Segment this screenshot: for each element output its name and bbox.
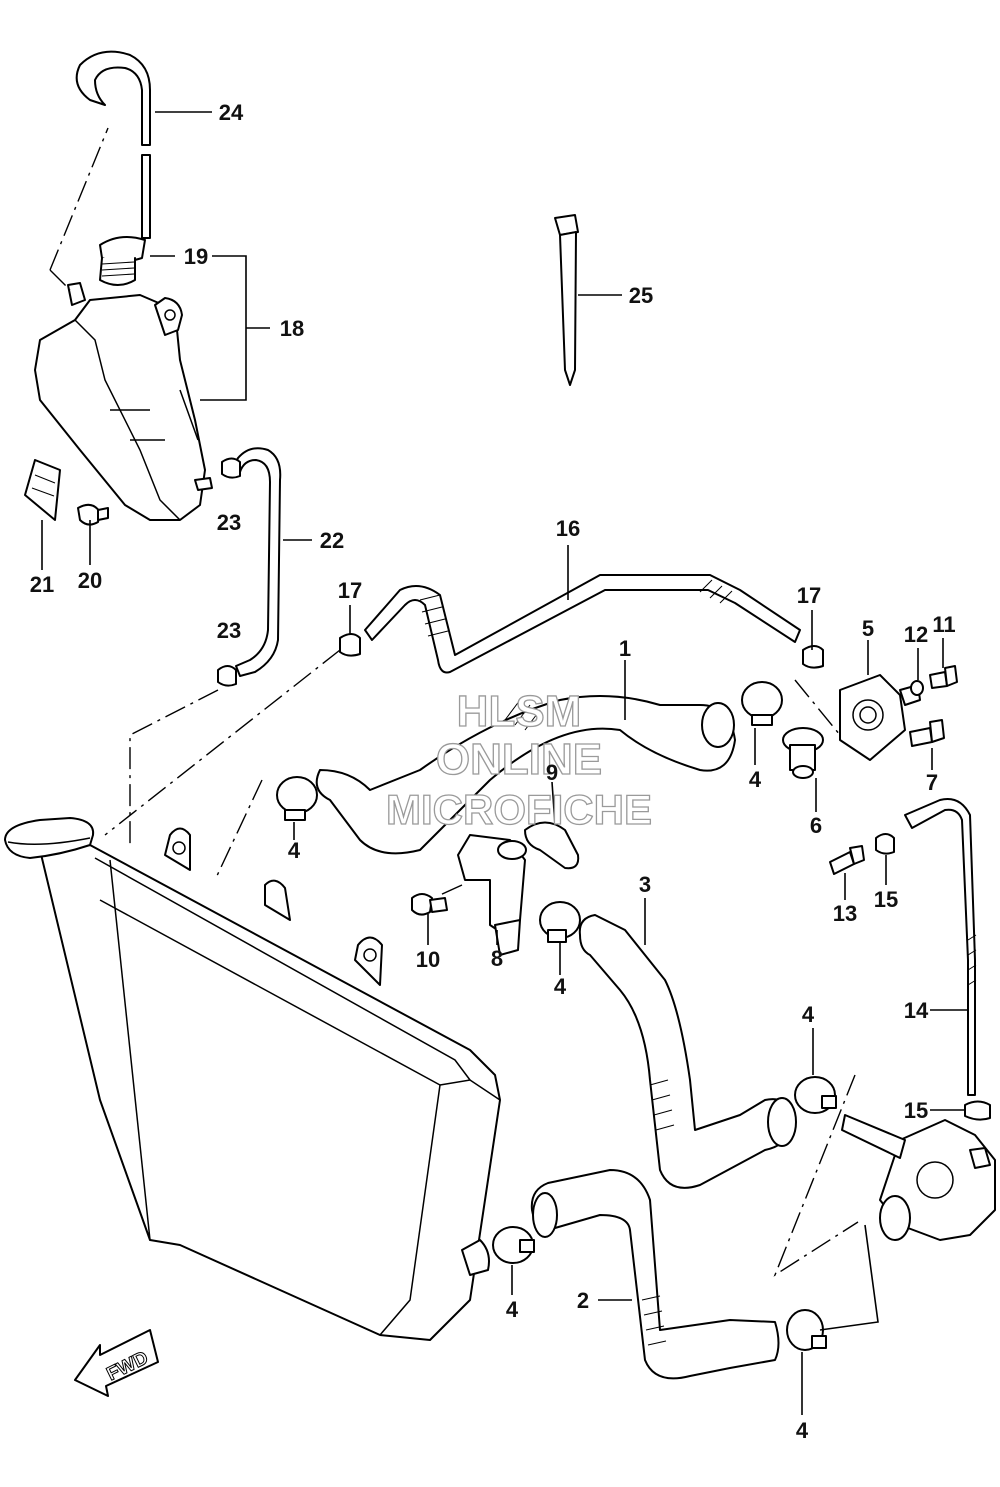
thermostat-cover [839,674,921,761]
watermark-line-2: ONLINE [436,735,602,784]
callout-14: 14 [904,998,929,1023]
callout-13: 13 [833,901,857,926]
callout-4-a: 4 [288,838,301,863]
water-outlet-fitting [457,834,527,956]
clip-15-upper [875,833,895,855]
callout-21: 21 [30,572,54,597]
watermark: HLSM ONLINE MICROFICHE [385,686,652,833]
callout-3: 3 [639,872,651,897]
callout-4-b: 4 [749,767,762,792]
callout-20: 20 [78,568,102,593]
callout-11: 11 [932,612,955,637]
callout-15-lower: 15 [904,1098,928,1123]
callout-23-lower: 23 [217,618,241,643]
hose-clip-lower [217,665,237,687]
callout-16: 16 [556,516,580,541]
callout-12: 12 [904,622,928,647]
callout-6: 6 [810,813,822,838]
overflow-hose [231,447,282,677]
lower-hose-2 [530,1169,780,1380]
clamp-4-a [276,776,318,821]
water-pump [841,1114,996,1241]
fwd-direction-badge: FWD [74,1329,159,1397]
tank-bolt [77,503,109,526]
callout-22: 22 [320,528,344,553]
callout-25: 25 [629,283,653,308]
thermostat [782,727,824,779]
callout-7: 7 [926,770,938,795]
watermark-line-3: MICROFICHE [386,786,652,833]
callout-19: 19 [184,244,208,269]
clip-17-right [802,645,824,669]
callout-4-d: 4 [802,1002,815,1027]
clip-17-left [339,633,361,657]
clip-15-lower [964,1100,991,1121]
callout-9: 9 [546,760,558,785]
bolt-7 [909,719,945,747]
tie-strap [554,214,579,386]
filler-cap [99,235,146,286]
upper-hose [315,695,736,855]
bolt-11 [929,665,958,689]
dashed-assembly-lines [49,127,859,1277]
callout-2: 2 [577,1288,589,1313]
breather-hose [75,50,151,239]
leader-lines [41,111,968,1415]
callout-17-left: 17 [338,578,362,603]
callout-4-e: 4 [506,1297,519,1322]
radiator [4,817,501,1341]
hose-clip-upper [221,457,241,479]
callout-5: 5 [862,616,874,641]
clamp-4-e [492,1226,535,1264]
callout-10: 10 [416,947,440,972]
callout-17-right: 17 [797,583,821,608]
lower-hose-3 [578,914,796,1189]
clamp-4-b [741,681,783,726]
bolt-13 [829,845,865,875]
bypass-hose [364,574,801,674]
callout-24: 24 [219,100,244,125]
callout-23-upper: 23 [217,510,241,535]
callout-18: 18 [280,316,304,341]
callout-4-c: 4 [554,974,567,999]
bolt-10 [411,893,448,916]
reservoir-tank [34,282,213,521]
callout-1: 1 [619,636,631,661]
callout-4-f: 4 [796,1418,809,1443]
callout-15-upper: 15 [874,887,898,912]
callout-8: 8 [491,946,503,971]
o-ring [524,821,580,870]
washer-12 [910,680,924,696]
clamp-4-d [794,1076,837,1114]
watermark-line-1: HLSM [457,687,582,736]
caution-label [24,459,61,521]
water-pump-hose [904,798,976,1096]
clamp-4-c [539,901,581,943]
callout-numbers: 24 19 18 25 23 22 16 21 20 17 17 23 1 5 … [30,100,956,1443]
